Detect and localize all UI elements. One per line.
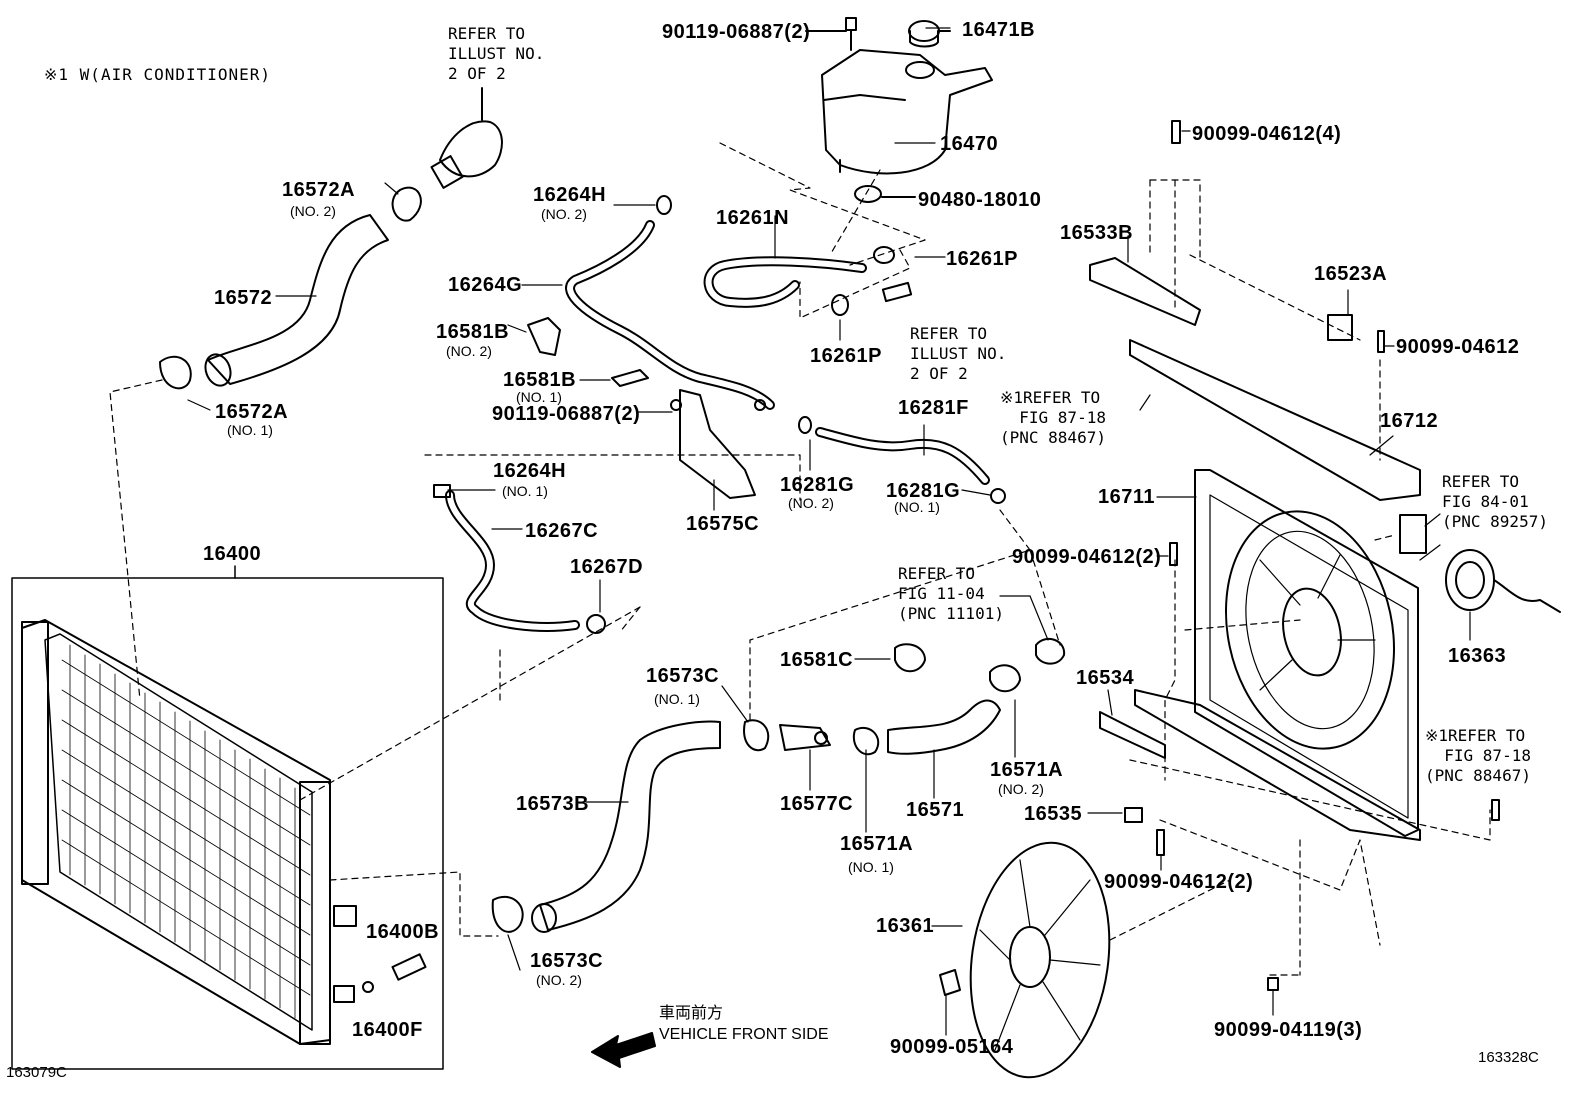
part-16573b-label[interactable]: 16573B [516, 793, 590, 815]
part-90099-04612-2-upper-label[interactable]: 90099-04612(2) [1012, 546, 1162, 568]
refer-fig-11-04: REFER TO FIG 11-04 (PNC 11101) [898, 564, 1004, 623]
part-16400b-label[interactable]: 16400B [366, 921, 440, 943]
part-90119-06887-2-lower-label[interactable]: 90119-06887(2) [492, 403, 641, 425]
upper-radiator-hose [159, 87, 503, 390]
part-16281g-no1-label[interactable]: 16281G [886, 480, 961, 502]
fasteners [1124, 120, 1500, 991]
fan-motor [1399, 514, 1561, 613]
reference-lines [109, 142, 1491, 976]
part-16281g-no1-sub: (NO. 1) [894, 499, 940, 515]
part-16573c-no2-sub: (NO. 2) [536, 972, 582, 988]
part-90099-04612-4-label[interactable]: 90099-04612(4) [1192, 123, 1342, 145]
part-16572a-no2-label[interactable]: 16572A [282, 179, 356, 201]
part-16400f-label[interactable]: 16400F [352, 1019, 423, 1041]
part-16264h-no2-label[interactable]: 16264H [533, 184, 607, 206]
part-16581b-no2-label[interactable]: 16581B [436, 321, 510, 343]
part-16571a-no1-sub: (NO. 1) [848, 859, 894, 875]
part-16523a-label[interactable]: 16523A [1314, 263, 1388, 285]
part-16261p-bottom-label[interactable]: 16261P [810, 345, 882, 367]
part-16361-label[interactable]: 16361 [876, 915, 935, 937]
vehicle-front-english: VEHICLE FRONT SIDE [659, 1026, 829, 1043]
leader-lines [187, 27, 1471, 1036]
part-16534-label[interactable]: 16534 [1076, 667, 1135, 689]
part-16581c-label[interactable]: 16581C [780, 649, 854, 671]
part-16571-label[interactable]: 16571 [906, 799, 965, 821]
bypass-hoses [433, 195, 1006, 634]
part-16573c-no1-label[interactable]: 16573C [646, 665, 720, 687]
part-16267c-label[interactable]: 16267C [525, 520, 599, 542]
part-16581b-no1-sub: (NO. 1) [516, 389, 562, 405]
vehicle-front-arrow [591, 1032, 656, 1068]
part-90099-04612-2-lower-label[interactable]: 90099-04612(2) [1104, 871, 1254, 893]
part-90099-04119-3-label[interactable]: 90099-04119(3) [1214, 1019, 1363, 1041]
part-16711-label[interactable]: 16711 [1098, 486, 1156, 508]
refer-fig-84-01: REFER TO FIG 84-01 (PNC 89257) [1442, 472, 1548, 531]
part-16573c-no2-label[interactable]: 16573C [530, 950, 604, 972]
refer-illust-2-of-2-upper: REFER TO ILLUST NO. 2 OF 2 [448, 24, 545, 83]
part-16572-label[interactable]: 16572 [214, 287, 273, 309]
part-90099-04612-label[interactable]: 90099-04612 [1396, 336, 1520, 358]
part-16471b-label[interactable]: 16471B [962, 19, 1036, 41]
lower-radiator-hose [491, 637, 1066, 933]
refer-fig-87-18-lower: ※1REFER TO FIG 87-18 (PNC 88467) [1425, 726, 1531, 785]
reservoir-tank [805, 17, 993, 203]
part-16281g-no2-label[interactable]: 16281G [780, 474, 855, 496]
vehicle-front-japanese: 車両前方 [659, 1003, 724, 1022]
part-16573c-no1-sub: (NO. 1) [654, 691, 700, 707]
part-90119-06887-2-upper-label[interactable]: 90119-06887(2) [662, 21, 811, 43]
refer-fig-87-18-upper: ※1REFER TO FIG 87-18 (PNC 88467) [1000, 388, 1106, 447]
radiator-assembly [11, 565, 444, 1070]
part-16571a-no1-label[interactable]: 16571A [840, 833, 914, 855]
cooling-fan [939, 841, 1111, 1079]
part-16572a-no1-label[interactable]: 16572A [215, 401, 289, 423]
part-16577c-label[interactable]: 16577C [780, 793, 854, 815]
part-16575c-label[interactable]: 16575C [686, 513, 760, 535]
part-16712-label[interactable]: 16712 [1380, 410, 1439, 432]
refer-illust-2-of-2-lower: REFER TO ILLUST NO. 2 OF 2 [910, 324, 1007, 383]
part-16572a-no1-sub: (NO. 1) [227, 422, 273, 438]
part-16267d-label[interactable]: 16267D [570, 556, 644, 578]
part-16264h-no1-sub: (NO. 1) [502, 483, 548, 499]
part-16533b-label[interactable]: 16533B [1060, 222, 1134, 244]
illustration-code-right: 163328C [1478, 1049, 1539, 1066]
part-16571a-no2-sub: (NO. 2) [998, 781, 1044, 797]
part-16470-label[interactable]: 16470 [940, 133, 999, 155]
part-16281f-label[interactable]: 16281F [898, 397, 969, 419]
part-16581b-no2-sub: (NO. 2) [446, 343, 492, 359]
part-16572a-no2-sub: (NO. 2) [290, 203, 336, 219]
part-16264h-no1-label[interactable]: 16264H [493, 460, 567, 482]
part-16363-label[interactable]: 16363 [1448, 645, 1507, 667]
part-16264h-no2-sub: (NO. 2) [541, 206, 587, 222]
air-conditioner-note: ※1 W(AIR CONDITIONER) [44, 65, 272, 84]
part-16261n-label[interactable]: 16261N [716, 207, 790, 229]
part-16261p-right-label[interactable]: 16261P [946, 248, 1018, 270]
part-90480-18010-label[interactable]: 90480-18010 [918, 189, 1042, 211]
part-16535-label[interactable]: 16535 [1024, 803, 1083, 825]
part-16571a-no2-label[interactable]: 16571A [990, 759, 1064, 781]
part-16400-label[interactable]: 16400 [203, 543, 262, 565]
part-16581b-no1-label[interactable]: 16581B [503, 369, 577, 391]
part-16264g-label[interactable]: 16264G [448, 274, 523, 296]
part-16281g-no2-sub: (NO. 2) [788, 495, 834, 511]
illustration-code-left: 163079C [6, 1064, 67, 1081]
part-90099-05164-label[interactable]: 90099-05164 [890, 1036, 1014, 1058]
